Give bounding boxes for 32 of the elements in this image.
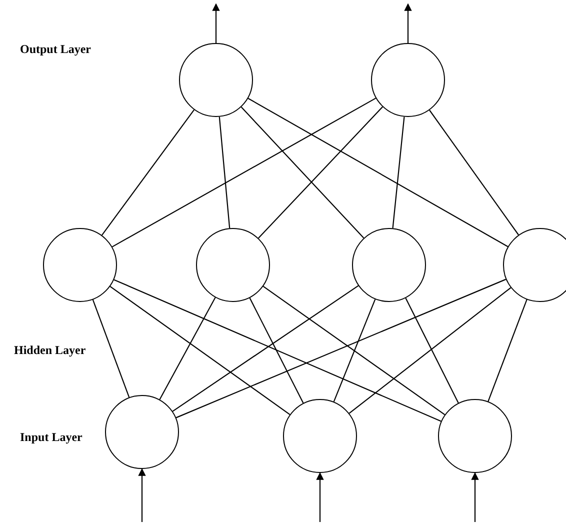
- connection-line: [405, 298, 459, 404]
- connection-line: [110, 286, 290, 415]
- connection-line: [262, 286, 446, 416]
- connection-line: [488, 299, 528, 402]
- arrow: [212, 3, 220, 43]
- connection-line: [172, 285, 359, 412]
- connection-line: [92, 300, 130, 398]
- layer-label: Output Layer: [20, 42, 92, 57]
- connection-line: [392, 116, 405, 228]
- connection-line: [248, 98, 508, 248]
- neuron-circle: [196, 228, 270, 302]
- connection-line: [348, 287, 512, 414]
- layer-label: Input Layer: [20, 430, 82, 445]
- arrow: [471, 472, 479, 522]
- arrow: [138, 468, 146, 522]
- connection-line: [240, 106, 364, 238]
- connection-line: [249, 298, 304, 404]
- neuron-circle: [352, 228, 426, 302]
- connection-line: [333, 299, 376, 402]
- connection-line: [114, 279, 442, 422]
- neuron-circle: [503, 228, 566, 302]
- arrow: [404, 3, 412, 43]
- layer-label: Hidden Layer: [14, 343, 86, 358]
- connection-line: [159, 297, 216, 400]
- connection-line: [429, 110, 519, 236]
- connection-line: [101, 109, 195, 236]
- connection-line: [258, 106, 383, 238]
- neuron-circle: [283, 399, 357, 473]
- arrow: [316, 472, 324, 522]
- connection-line: [176, 278, 506, 418]
- connection-line: [218, 116, 230, 228]
- connection-line: [112, 98, 376, 248]
